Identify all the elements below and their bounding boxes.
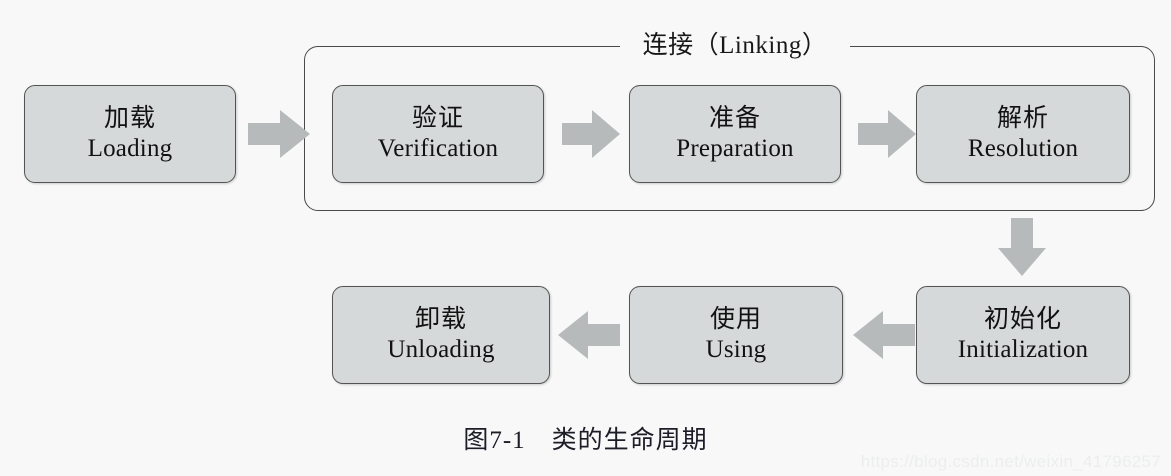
stage-initialization-label-cn: 初始化 [983,305,1062,333]
stage-unloading[interactable]: 卸载 Unloading [332,286,550,384]
arrow-right-icon [562,110,620,158]
stage-using[interactable]: 使用 Using [629,286,843,384]
stage-loading-label-en: Loading [87,134,173,162]
arrow-left-icon [853,311,915,359]
stage-initialization-label-en: Initialization [957,335,1089,363]
stage-resolution-label-cn: 解析 [996,104,1049,132]
stage-using-label-cn: 使用 [709,305,762,333]
stage-loading-label-cn: 加载 [103,104,156,132]
stage-preparation[interactable]: 准备 Preparation [629,85,841,183]
stage-verification[interactable]: 验证 Verification [332,85,544,183]
stage-unloading-label-en: Unloading [387,335,495,363]
arrow-left-icon [558,311,620,359]
stage-using-label-en: Using [705,335,767,363]
watermark: https://blog.csdn.net/weixin_41796257 [860,452,1161,471]
arrow-down-icon [998,218,1046,276]
stage-verification-label-en: Verification [377,134,499,162]
arrow-right-icon [858,110,916,158]
arrow-right-icon [248,110,310,158]
stage-preparation-label-en: Preparation [676,134,794,162]
linking-group-title: 连接（Linking） [620,25,850,67]
stage-preparation-label-cn: 准备 [708,104,761,132]
stage-initialization[interactable]: 初始化 Initialization [916,286,1130,384]
stage-verification-label-cn: 验证 [411,104,464,132]
stage-resolution-label-en: Resolution [967,134,1079,162]
stage-unloading-label-cn: 卸载 [414,305,467,333]
figure-caption: 图7-1 类的生命周期 [463,427,708,454]
stage-resolution[interactable]: 解析 Resolution [916,85,1130,183]
stage-loading[interactable]: 加载 Loading [24,85,236,183]
